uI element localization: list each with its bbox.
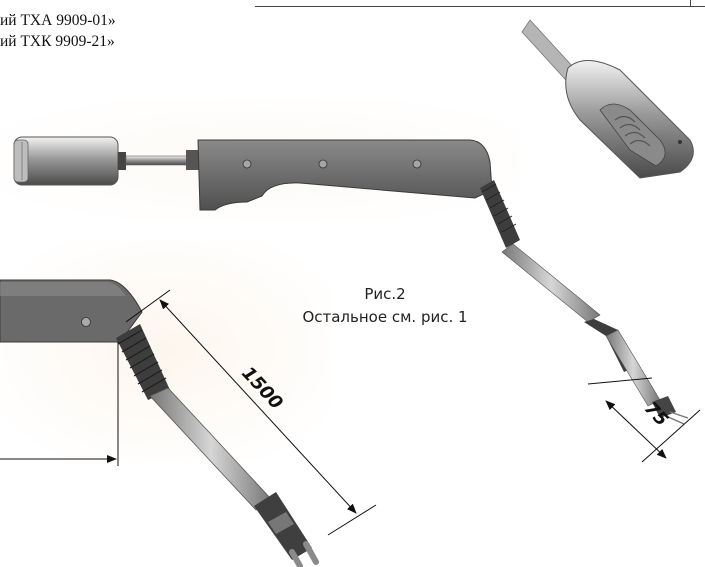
cable (501, 243, 601, 323)
dimension-line (159, 299, 357, 514)
dimension-horizontal (0, 342, 119, 466)
caption-line-2: ий ТХК 9909-21» (0, 33, 115, 50)
background-tint (0, 240, 330, 460)
probe-upper-image (13, 136, 689, 425)
table-border-tick (690, 0, 691, 6)
sensor-head (13, 136, 119, 186)
handle-screw (318, 159, 328, 169)
strain-relief (116, 324, 170, 400)
figure-label: Рис.2 (364, 285, 406, 303)
wire-lead (669, 411, 689, 419)
figure-caption: Рис.2 Остальное см. рис. 1 (280, 283, 490, 329)
handle-screw (81, 317, 91, 327)
strain-relief (480, 180, 520, 248)
rod-collar (186, 150, 200, 170)
sensor-head-inset (520, 12, 705, 182)
handle (197, 139, 493, 211)
figure-note: Остальное см. рис. 1 (302, 308, 468, 326)
extension-line (125, 289, 171, 323)
caption-line-1: ий ТХА 9909-01» (0, 12, 116, 29)
wire-lead (665, 415, 685, 425)
sensor-neck (118, 152, 126, 170)
wire-lead (303, 541, 319, 565)
probe-rod (125, 155, 197, 166)
handle-screw (412, 159, 422, 169)
wire-lead (289, 549, 303, 567)
extension-line (587, 377, 653, 385)
dimension-line (605, 400, 667, 459)
table-border-line (255, 0, 705, 7)
extension-line (327, 504, 377, 536)
handle-screw (242, 159, 252, 169)
